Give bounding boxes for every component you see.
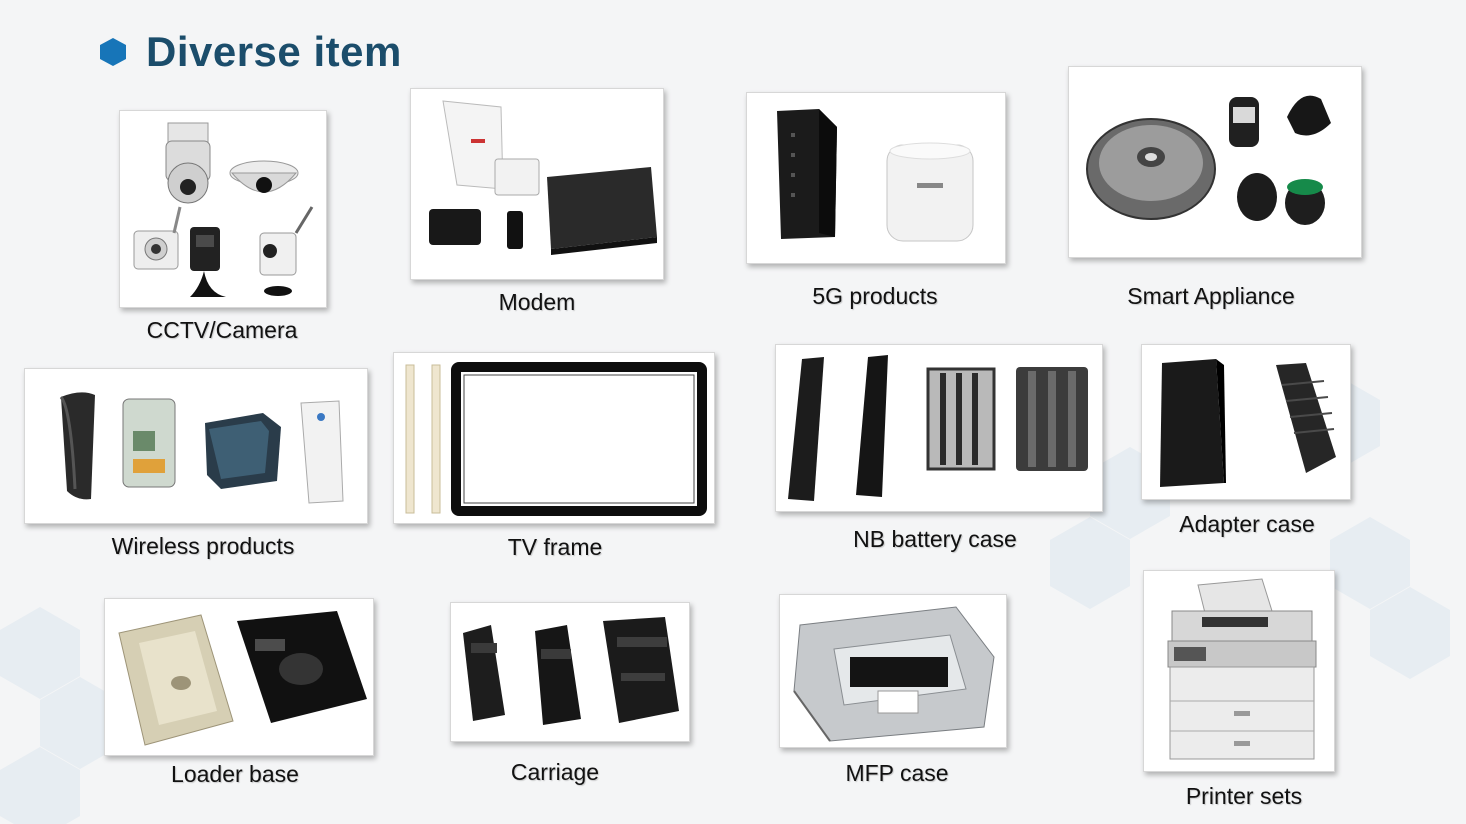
card-printer — [1143, 570, 1335, 772]
card-wireless — [24, 368, 368, 524]
cctv-camera-icon — [133, 122, 314, 297]
caption-tv: TV frame — [507, 534, 603, 560]
card-loader — [104, 598, 374, 756]
title-row: Diverse item — [98, 28, 402, 76]
caption-nb: NB battery case — [853, 526, 1017, 552]
card-modem — [410, 88, 664, 280]
card-carriage — [450, 602, 690, 742]
hexagon-bullet-icon — [100, 38, 126, 66]
carriage-icon — [463, 617, 679, 725]
modem-icon — [429, 100, 657, 255]
page-title: Diverse item — [146, 28, 402, 75]
caption-5g: 5G products — [812, 283, 938, 309]
tv-frame-icon — [405, 362, 707, 516]
adapter-icon — [1160, 359, 1336, 487]
caption-loader: Loader base — [171, 761, 299, 787]
card-5g — [746, 92, 1006, 264]
caption-cctv: CCTV/Camera — [146, 317, 298, 343]
robot-vacuum-icon — [1086, 95, 1331, 225]
caption-modem: Modem — [498, 289, 576, 315]
card-nb — [775, 344, 1103, 512]
caption-adapter: Adapter case — [1179, 511, 1315, 537]
printer-icon — [1167, 578, 1317, 760]
card-adapter — [1141, 344, 1351, 500]
caption-mfp: MFP case — [845, 760, 949, 786]
caption-wireless: Wireless products — [111, 533, 295, 559]
loader-base-icon — [118, 611, 367, 746]
caption-smart: Smart Appliance — [1127, 283, 1295, 309]
battery-case-icon — [788, 355, 1088, 501]
card-tv — [393, 352, 715, 524]
caption-carriage: Carriage — [510, 759, 600, 785]
caption-printer: Printer sets — [1185, 783, 1303, 809]
mfp-case-icon — [793, 606, 995, 742]
card-mfp — [779, 594, 1007, 748]
card-smart — [1068, 66, 1362, 258]
wireless-device-icon — [59, 392, 344, 504]
router-icon — [777, 109, 974, 242]
card-cctv — [119, 110, 327, 308]
